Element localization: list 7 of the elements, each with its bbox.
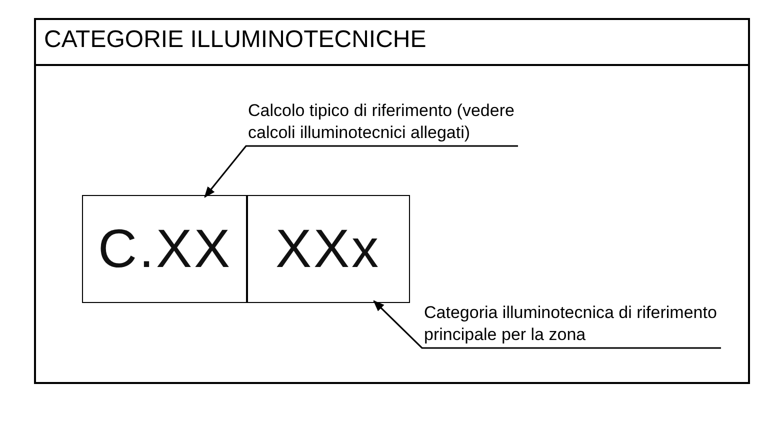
- code-cell: XXx: [246, 195, 410, 303]
- leader-line: [373, 300, 721, 349]
- callout-text: Categoria illuminotecnica di riferimento principale per la zona: [424, 302, 717, 346]
- leader-line: [204, 145, 518, 198]
- diagram-title: CATEGORIE ILLUMINOTECNICHE: [44, 26, 426, 54]
- callout-text: Calcolo tipico di riferimento (vedere calcoli illuminotecnici allegati): [248, 100, 514, 144]
- code-cell: C.XX: [82, 195, 248, 303]
